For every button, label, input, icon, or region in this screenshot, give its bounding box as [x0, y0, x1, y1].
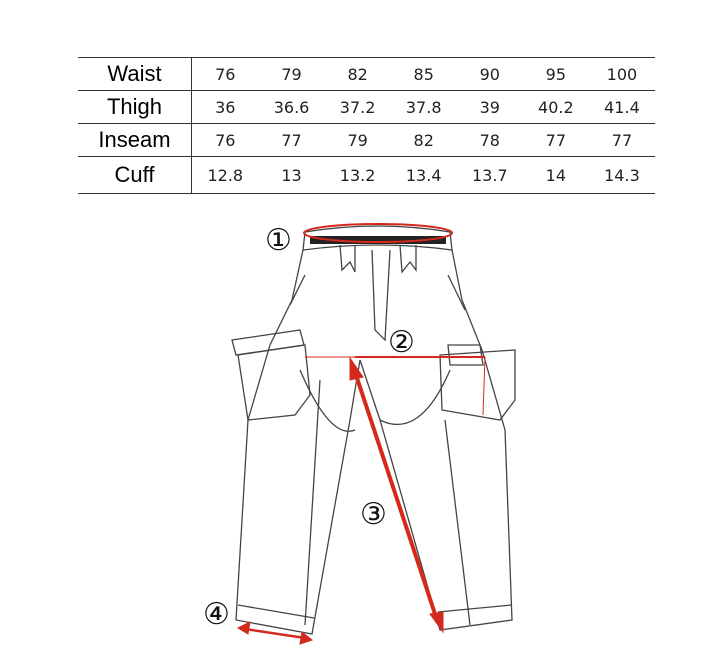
row-label: Cuff	[78, 156, 192, 194]
table-cell: 14	[522, 156, 589, 194]
table-cell: 77	[258, 123, 325, 157]
table-cell: 77	[588, 123, 655, 157]
table-cell: 41.4	[588, 90, 655, 124]
table-cell: 76	[191, 123, 259, 157]
table-cell: 13.2	[324, 156, 391, 194]
table-cell: 82	[324, 57, 391, 91]
waistband-inner	[310, 236, 446, 244]
marker-thigh: ②	[388, 325, 415, 360]
marker-inseam: ③	[360, 497, 387, 532]
table-cell: 90	[456, 57, 523, 91]
table-cell: 36	[191, 90, 259, 124]
measurement-arrows	[236, 223, 486, 645]
cuff-measure-arrow	[244, 627, 306, 640]
table-cell: 79	[324, 123, 391, 157]
inseam-measure-arrow	[354, 374, 439, 621]
table-cell: 40.2	[522, 90, 589, 124]
table-cell: 13.4	[390, 156, 457, 194]
table-cell: 79	[258, 57, 325, 91]
table-cell: 37.8	[390, 90, 457, 124]
table-cell: 13	[258, 156, 325, 194]
row-label: Inseam	[78, 123, 192, 157]
table-cell: 77	[522, 123, 589, 157]
pants-outline	[231, 225, 516, 635]
row-label: Waist	[78, 57, 192, 91]
table-cell: 85	[390, 57, 457, 91]
table-cell: 95	[522, 57, 589, 91]
table-cell: 82	[390, 123, 457, 157]
table-cell: 36.6	[258, 90, 325, 124]
table-cell: 12.8	[191, 156, 259, 194]
marker-cuff: ④	[203, 597, 230, 632]
row-label: Thigh	[78, 90, 192, 124]
table-cell: 100	[588, 57, 655, 91]
waist-measure-arrow	[303, 223, 453, 243]
marker-waist: ①	[265, 223, 292, 258]
table-cell: 14.3	[588, 156, 655, 194]
table-cell: 78	[456, 123, 523, 157]
table-cell: 39	[456, 90, 523, 124]
table-cell: 13.7	[456, 156, 523, 194]
table-cell: 76	[191, 57, 259, 91]
table-cell: 37.2	[324, 90, 391, 124]
